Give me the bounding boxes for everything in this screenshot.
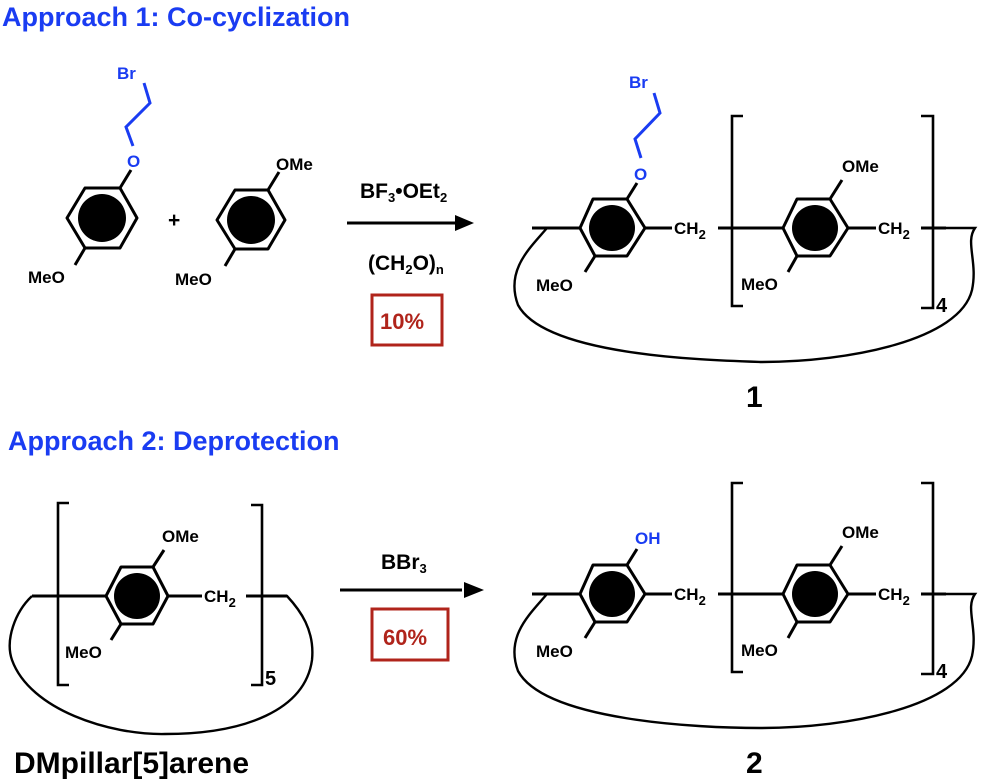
macrocycle-loop	[513, 592, 978, 730]
product2-repeat-meo: MeO	[741, 641, 778, 660]
approach2-title: Approach 2: Deprotection	[8, 426, 340, 456]
dmp5-meo: MeO	[65, 643, 102, 662]
aromatic-circle	[227, 196, 275, 244]
aromatic-circle	[114, 573, 160, 619]
yield-box-1	[370, 293, 444, 347]
reactant1-structure: O Br MeO	[28, 64, 152, 287]
plus-sign: +	[168, 209, 180, 232]
product1-structure: O Br MeO CH2 OMe MeO CH2 4	[513, 73, 978, 364]
reactant2-meo: MeO	[175, 270, 212, 289]
product1-meo: MeO	[536, 276, 573, 295]
product1-repeat-ch2: CH2	[878, 219, 910, 242]
reactant1-oxygen: O	[127, 152, 140, 171]
bond-ome	[828, 545, 844, 566]
bond-meo	[223, 248, 237, 267]
bond-meo	[786, 621, 799, 639]
dmp5-repeat-count: 5	[265, 668, 276, 690]
dmp5-ch2: CH2	[204, 587, 236, 610]
product1-bromine: Br	[629, 73, 648, 92]
bond-o	[625, 182, 639, 200]
bracket-left	[730, 481, 743, 674]
reagent-bf3-oet2: BF3•OEt2	[360, 180, 447, 205]
bond-o	[118, 169, 133, 189]
aromatic-circle	[78, 194, 126, 242]
bracket-left	[56, 501, 69, 687]
product2-repeat-ome: OMe	[842, 523, 879, 542]
macrocycle-loop	[8, 594, 314, 736]
product2-repeat-count: 4	[936, 661, 948, 683]
product1-repeat-ome: OMe	[842, 157, 879, 176]
ethyl-chain	[124, 82, 152, 147]
bracket-right	[921, 481, 935, 676]
reaction-arrow-2	[340, 582, 484, 598]
reactant1-meo: MeO	[28, 268, 65, 287]
compound-1-label: 1	[746, 381, 763, 414]
product2-hydroxyl: OH	[635, 529, 661, 548]
bond-ome	[151, 549, 166, 568]
yield-1: 10%	[380, 309, 424, 334]
bond-meo	[73, 247, 87, 266]
arrow-head	[464, 582, 484, 598]
product2-repeat-ch2: CH2	[878, 585, 910, 608]
dmpillar5arene-label: DMpillar[5]arene	[14, 747, 249, 780]
bond-oh	[625, 548, 639, 566]
product1-repeat-meo: MeO	[741, 275, 778, 294]
ethyl-chain	[633, 92, 662, 159]
reaction-arrow-1	[347, 215, 474, 231]
aromatic-circle	[792, 205, 838, 251]
reagent-bbr3: BBr3	[381, 551, 427, 576]
arrow-head	[455, 215, 474, 231]
product2-ch2: CH2	[674, 585, 706, 608]
bond-ome	[828, 179, 844, 200]
product1-repeat-count: 4	[936, 295, 948, 317]
aromatic-circle	[589, 205, 635, 251]
reactant2-structure: OMe MeO	[175, 155, 313, 289]
product1-oxygen: O	[634, 165, 647, 184]
reactant2-ome: OMe	[276, 155, 313, 174]
bracket-right	[251, 503, 264, 687]
reactant1-bromine: Br	[117, 64, 136, 83]
approach1-title: Approach 1: Co-cyclization	[2, 2, 350, 32]
bond-meo	[109, 623, 123, 641]
bracket-left	[730, 114, 743, 308]
yield-box-2	[370, 607, 450, 662]
reagent-paraformaldehyde: (CH2O)n	[368, 252, 444, 277]
bracket-right	[921, 114, 935, 310]
compound-2-label: 2	[746, 747, 763, 780]
product1-ch2: CH2	[674, 219, 706, 242]
aromatic-circle	[589, 571, 635, 617]
dmpillar5arene-structure: OMe MeO CH2 5	[8, 501, 314, 736]
product2-meo: MeO	[536, 642, 573, 661]
aromatic-circle	[792, 571, 838, 617]
product2-structure: OH MeO CH2 OMe MeO CH2 4	[513, 481, 978, 730]
bond-meo	[583, 255, 597, 273]
bond-meo	[583, 621, 597, 639]
macrocycle-loop	[513, 226, 978, 364]
bond-meo	[786, 255, 799, 273]
dmp5-ome: OMe	[162, 527, 199, 546]
yield-2: 60%	[383, 625, 427, 650]
bond-ome	[266, 171, 281, 191]
